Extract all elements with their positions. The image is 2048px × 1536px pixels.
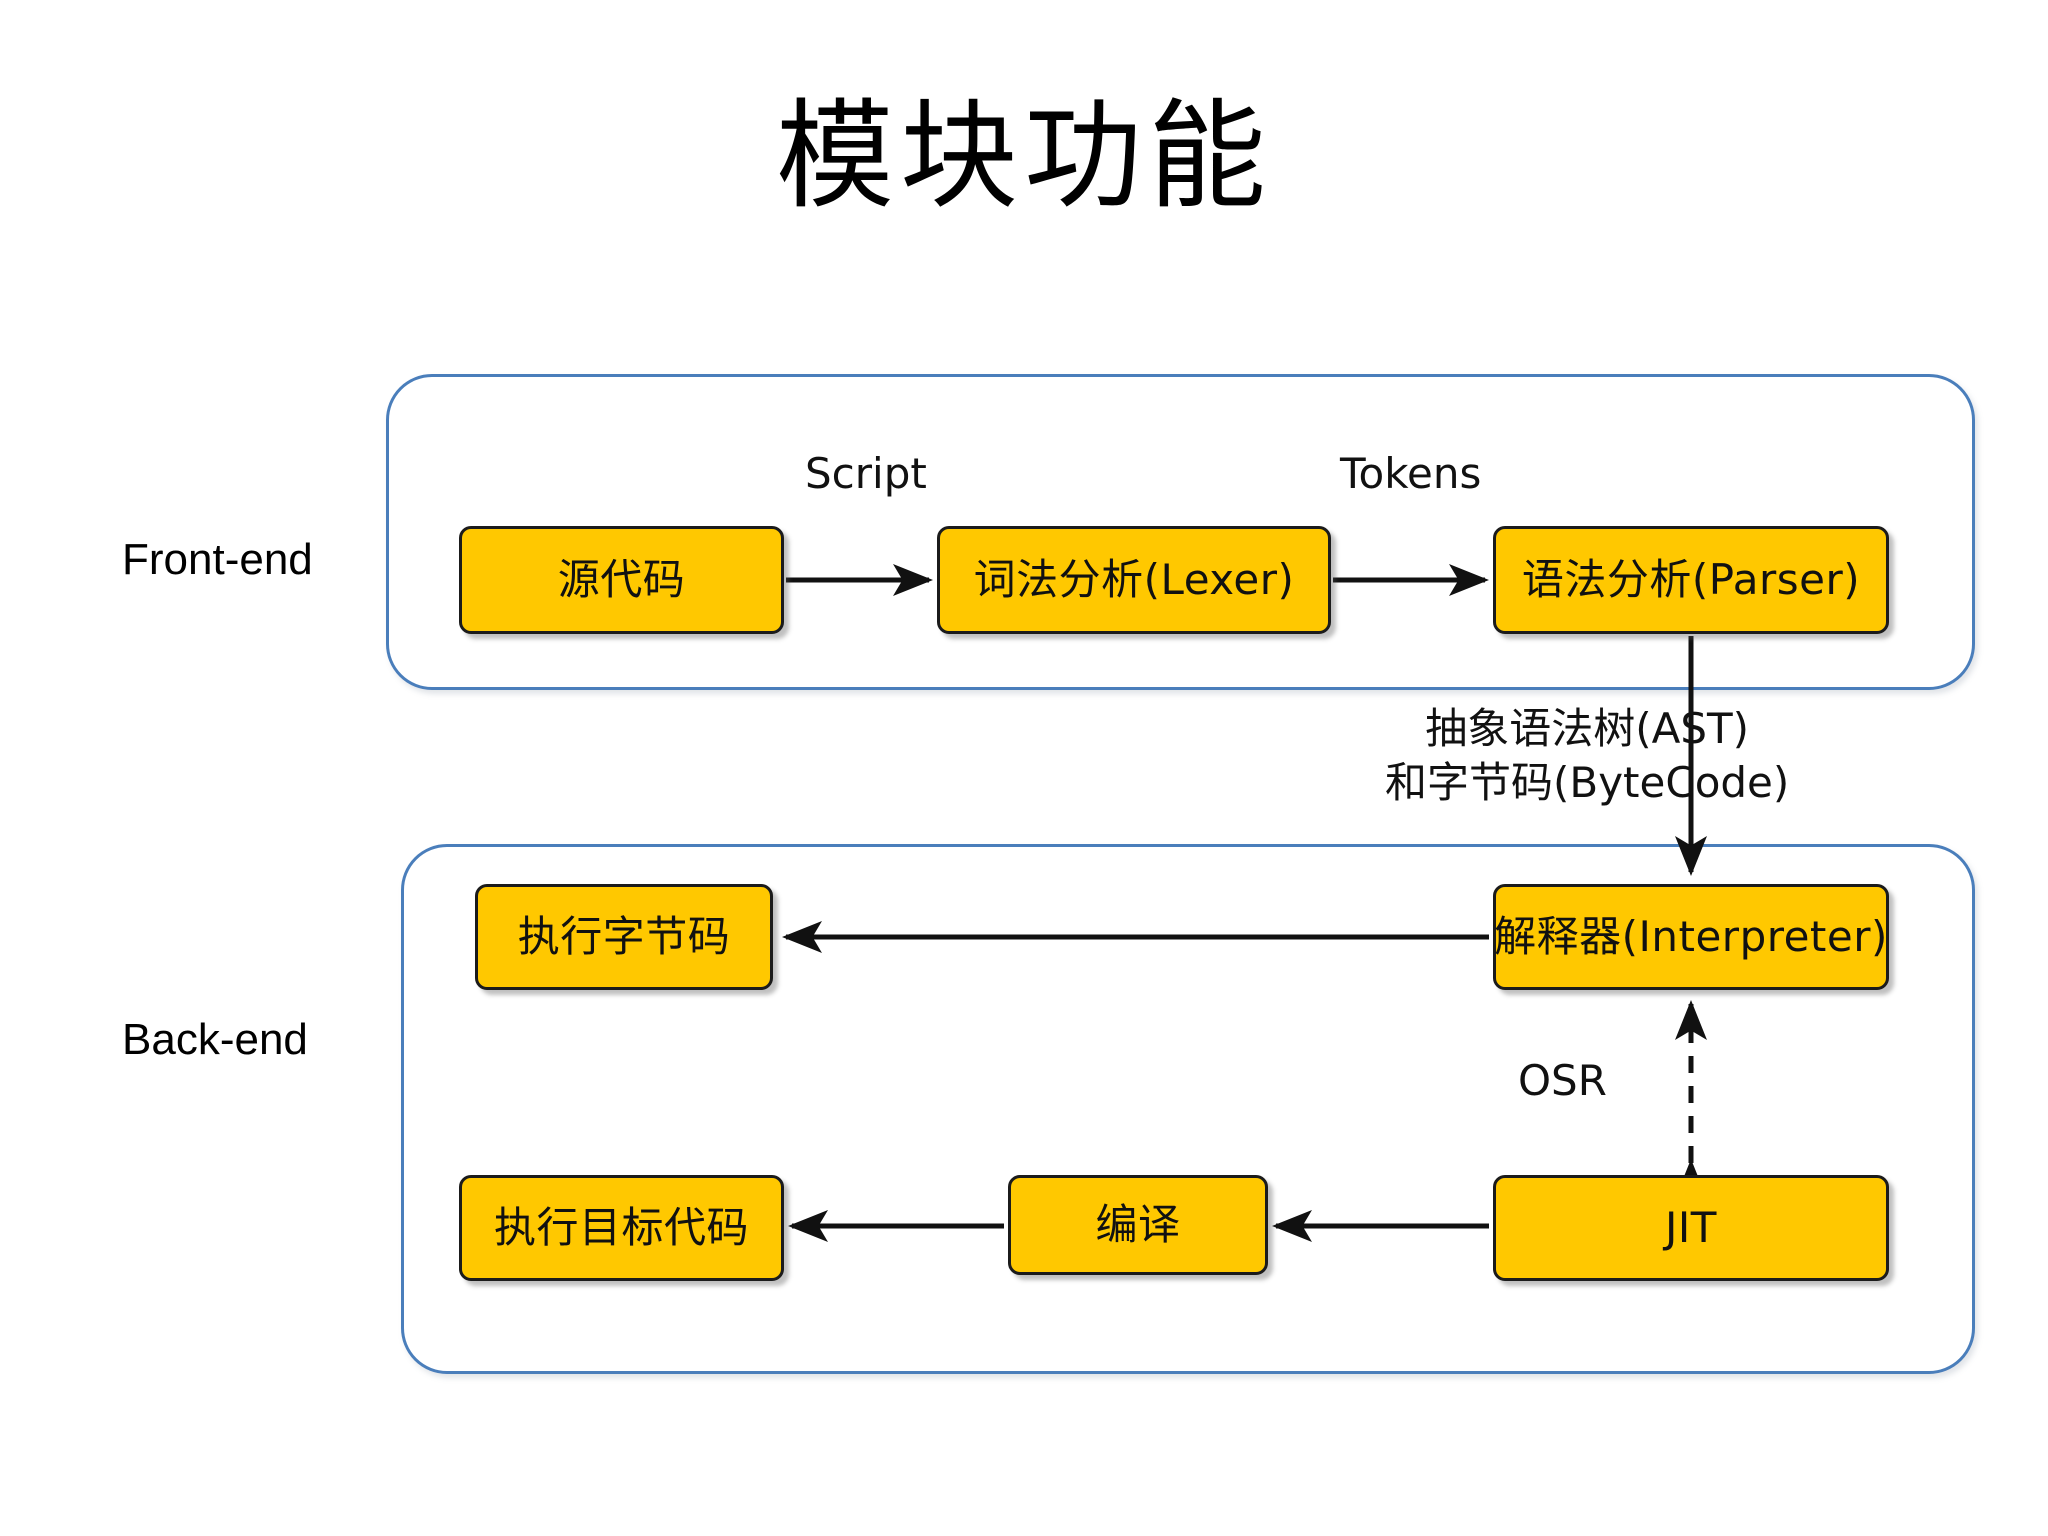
node-parser-label: 语法分析(Parser): [1521, 555, 1861, 604]
section-label-front-end: Front-end: [122, 535, 313, 584]
node-compile-label: 编译: [1095, 1200, 1181, 1249]
node-jit-label: JIT: [1665, 1203, 1717, 1252]
node-execute-bytecode[interactable]: 执行字节码: [475, 884, 773, 990]
node-interpreter[interactable]: 解释器(Interpreter): [1493, 884, 1889, 990]
edge-label-ast-bytecode: 抽象语法树(AST) 和字节码(ByteCode): [1385, 702, 1789, 810]
node-execute-target-code[interactable]: 执行目标代码: [459, 1175, 784, 1281]
node-jit[interactable]: JIT: [1493, 1175, 1889, 1281]
node-source-code-label: 源代码: [557, 555, 686, 604]
edge-label-tokens: Tokens: [1340, 449, 1482, 498]
node-execute-target-code-label: 执行目标代码: [493, 1203, 749, 1252]
edge-label-ast-line1: 抽象语法树(AST): [1425, 704, 1750, 753]
node-execute-bytecode-label: 执行字节码: [517, 912, 731, 961]
node-interpreter-label: 解释器(Interpreter): [1494, 912, 1888, 961]
edge-label-ast-line2: 和字节码(ByteCode): [1385, 757, 1790, 807]
node-lexer[interactable]: 词法分析(Lexer): [937, 526, 1331, 634]
page-title: 模块功能: [775, 87, 1272, 225]
section-label-back-end: Back-end: [122, 1015, 308, 1064]
edge-label-script: Script: [805, 449, 927, 498]
node-parser[interactable]: 语法分析(Parser): [1493, 526, 1889, 634]
node-source-code[interactable]: 源代码: [459, 526, 784, 634]
edge-label-osr: OSR: [1518, 1056, 1607, 1105]
node-compile[interactable]: 编译: [1008, 1175, 1268, 1275]
node-lexer-label: 词法分析(Lexer): [973, 555, 1295, 604]
